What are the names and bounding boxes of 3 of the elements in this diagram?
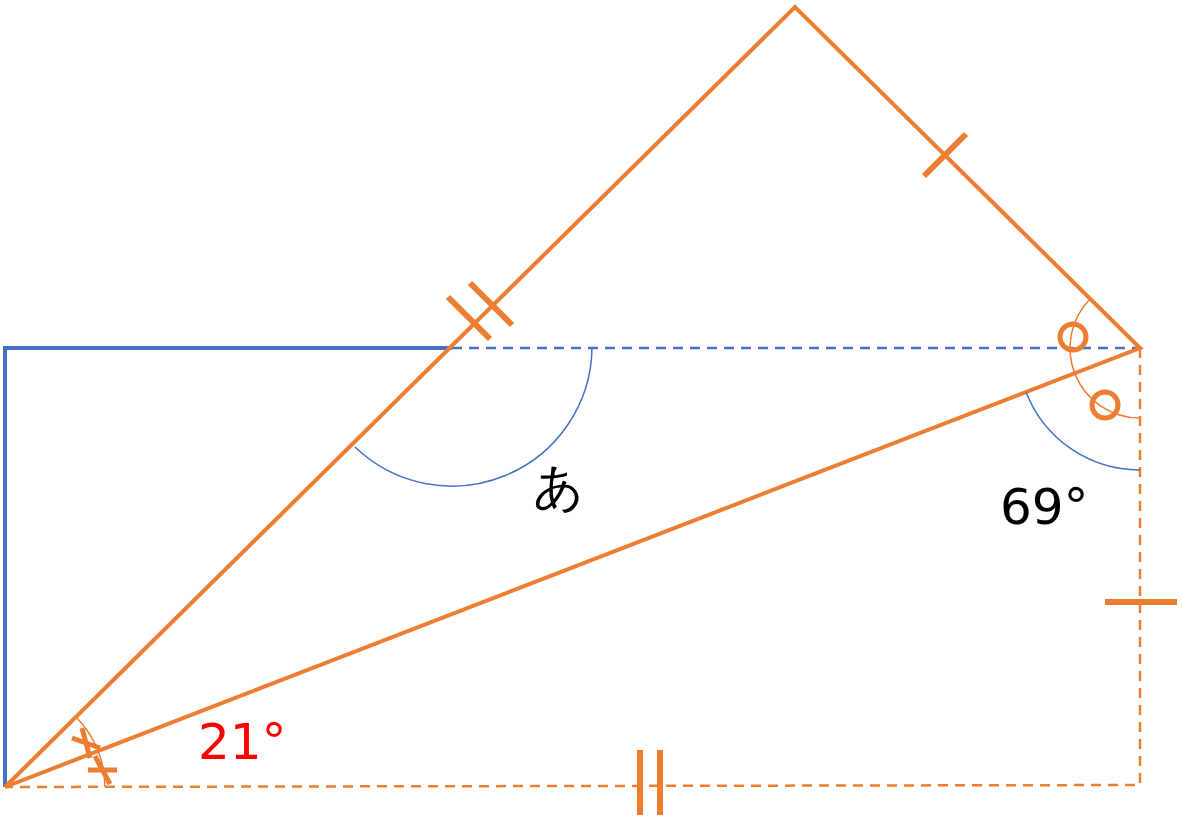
angle-label: あ	[533, 462, 584, 512]
angle-label: 69°	[1000, 482, 1089, 532]
angle-label: 21°	[198, 717, 287, 767]
